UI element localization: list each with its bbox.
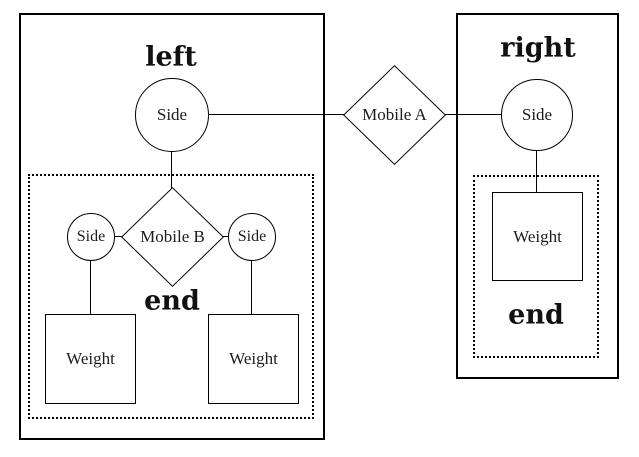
weight-node-label: Weight [66,349,115,368]
mobile-b-label: Mobile B [140,227,205,246]
connector-sideinnerright-weight [251,257,252,317]
side-node-label: Side [76,228,106,245]
connector-mobilea-sideright [443,114,505,115]
diamond-shape [343,65,446,165]
weight-node-inner-left: Weight [45,314,136,404]
right-panel-box [456,13,619,379]
side-node-left-main: Side [135,78,209,152]
diamond-shape [121,187,224,287]
connector-sideright-weight [536,147,537,195]
connector-sideinnerleft-weight [90,257,91,317]
right-panel-title: right [500,32,576,64]
weight-node-right-box: Weight [492,192,583,281]
side-node-label: Side [237,228,267,245]
connector-sideleft-mobileb [171,148,172,190]
mobile-b-node: Mobile B [121,187,224,287]
left-panel-title: left [145,41,197,73]
side-node-label: Side [156,105,188,124]
side-node-inner-right: Side [228,213,276,261]
connector-sideleft-mobilea [202,114,347,115]
side-node-inner-left: Side [67,213,115,261]
weight-node-label: Weight [513,226,562,246]
side-node-label: Side [521,105,553,124]
connector-mobileb-sideinnerright [220,236,232,237]
connector-mobileb-sideinnerleft [110,236,124,237]
side-node-right-main: Side [501,79,573,151]
weight-node-label: Weight [229,349,278,368]
weight-node-inner-right: Weight [208,314,299,404]
mobile-a-label: Mobile A [362,105,427,124]
mobile-a-node: Mobile A [343,65,446,165]
right-end-label: end [508,299,564,331]
left-end-label: end [144,285,200,317]
left-panel-box [19,13,325,440]
